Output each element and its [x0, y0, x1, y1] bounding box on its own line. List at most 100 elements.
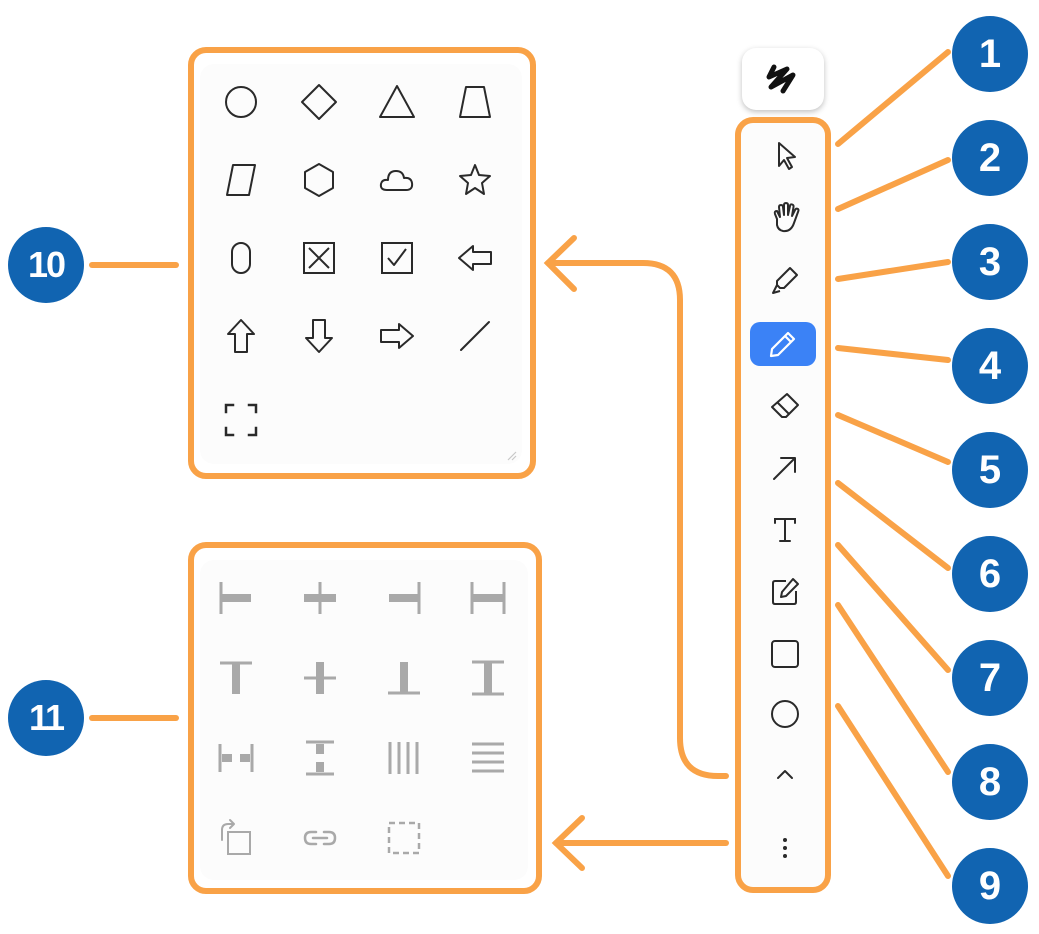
- group-icon: [387, 821, 421, 855]
- rectangle-tool[interactable]: [752, 632, 818, 676]
- shape-parallelogram[interactable]: [211, 150, 271, 210]
- highlighter-icon: [772, 267, 798, 294]
- stretch-vertical-button[interactable]: [290, 728, 350, 788]
- rotate-icon: [221, 819, 251, 855]
- diamond-icon: [301, 84, 337, 120]
- logo-button[interactable]: [742, 48, 824, 110]
- stack-vertical-button[interactable]: [458, 728, 518, 788]
- callout-badge-11: 11: [8, 680, 84, 756]
- shape-triangle[interactable]: [367, 72, 427, 132]
- link-button[interactable]: [290, 808, 350, 868]
- link-icon: [303, 830, 337, 846]
- leader-line-9: [835, 703, 951, 879]
- leader-line-6: [835, 480, 951, 571]
- shape-trapezoid[interactable]: [445, 72, 505, 132]
- ellipse-icon: [771, 700, 799, 728]
- callout-badge-10: 10: [8, 227, 84, 303]
- circle-icon: [225, 86, 257, 118]
- more-vertical-icon: [783, 838, 787, 858]
- align-center-vertical-icon: [304, 662, 336, 694]
- check-box-icon: [381, 242, 413, 274]
- shape-star[interactable]: [445, 150, 505, 210]
- oval-icon: [231, 242, 251, 274]
- shape-line[interactable]: [445, 306, 505, 366]
- resize-handle-icon: [507, 451, 517, 461]
- distribute-horizontal-icon: [470, 582, 506, 614]
- align-right-icon: [389, 582, 421, 614]
- stack-horizontal-button[interactable]: [374, 728, 434, 788]
- shapes-panel-highlight: [188, 47, 536, 479]
- text-tool[interactable]: [752, 508, 818, 552]
- rotate-button[interactable]: [206, 808, 266, 868]
- shape-arrow-down[interactable]: [289, 306, 349, 366]
- leader-line-4: [835, 345, 951, 363]
- shape-diamond[interactable]: [289, 72, 349, 132]
- arrow-icon: [773, 457, 796, 480]
- more-actions-button[interactable]: [752, 826, 818, 870]
- align-top-button[interactable]: [206, 648, 266, 708]
- hand-tool[interactable]: [752, 196, 818, 240]
- align-left-icon: [219, 582, 251, 614]
- stack-vertical-icon: [472, 742, 504, 773]
- shape-hexagon[interactable]: [289, 150, 349, 210]
- align-right-button[interactable]: [374, 568, 434, 628]
- hexagon-icon: [304, 163, 334, 197]
- more-shapes-button[interactable]: [752, 752, 818, 796]
- align-bottom-button[interactable]: [374, 648, 434, 708]
- eraser-tool[interactable]: [752, 384, 818, 428]
- star-icon: [459, 164, 491, 195]
- select-tool[interactable]: [752, 134, 818, 178]
- pencil-tool[interactable]: [750, 322, 816, 366]
- shape-arrow-left[interactable]: [445, 228, 505, 288]
- triangle-icon: [379, 85, 415, 118]
- leader-line-8: [835, 602, 951, 775]
- trapezoid-icon: [459, 86, 491, 118]
- leader-line-7: [835, 542, 951, 673]
- eraser-icon: [771, 393, 799, 418]
- select-pointer-icon: [778, 142, 796, 170]
- callout-badge-9: 9: [952, 848, 1028, 924]
- align-left-button[interactable]: [206, 568, 266, 628]
- ellipse-tool[interactable]: [752, 692, 818, 736]
- align-bottom-icon: [388, 662, 420, 695]
- align-top-icon: [220, 661, 252, 694]
- leader-line-5: [835, 412, 951, 465]
- arrowhead-shapes: [543, 235, 577, 292]
- stack-horizontal-icon: [388, 742, 419, 774]
- shape-arrow-right[interactable]: [367, 306, 427, 366]
- rectangle-icon: [771, 640, 799, 668]
- text-icon: [774, 518, 796, 542]
- shape-circle[interactable]: [211, 72, 271, 132]
- shape-oval[interactable]: [211, 228, 271, 288]
- main-toolbar: [740, 120, 828, 890]
- note-tool[interactable]: [752, 570, 818, 614]
- arrow-down-icon: [305, 319, 333, 353]
- distribute-vertical-icon: [472, 660, 504, 696]
- stretch-horizontal-button[interactable]: [206, 728, 266, 788]
- shape-cloud[interactable]: [367, 150, 427, 210]
- chevron-up-icon: [777, 770, 793, 779]
- shape-frame[interactable]: [211, 390, 271, 450]
- pencil-icon: [769, 331, 796, 358]
- distribute-horizontal-button[interactable]: [458, 568, 518, 628]
- shape-check-box[interactable]: [367, 228, 427, 288]
- arrowhead-layout: [551, 815, 585, 871]
- align-center-horizontal-button[interactable]: [290, 568, 350, 628]
- callout-badge-7: 7: [952, 640, 1028, 716]
- highlighter-tool[interactable]: [752, 258, 818, 302]
- shape-arrow-up[interactable]: [211, 306, 271, 366]
- arrow-left-icon: [458, 245, 492, 271]
- callout-badge-6: 6: [952, 536, 1028, 612]
- alignment-panel-highlight: [188, 542, 542, 894]
- align-center-vertical-button[interactable]: [290, 648, 350, 708]
- shape-x-box[interactable]: [289, 228, 349, 288]
- stretch-vertical-icon: [306, 740, 334, 776]
- frame-icon: [224, 403, 258, 437]
- distribute-vertical-button[interactable]: [458, 648, 518, 708]
- group-button[interactable]: [374, 808, 434, 868]
- leader-line-1: [835, 49, 951, 147]
- leader-line-2: [835, 157, 951, 212]
- callout-badge-5: 5: [952, 432, 1028, 508]
- arrow-tool[interactable]: [752, 446, 818, 490]
